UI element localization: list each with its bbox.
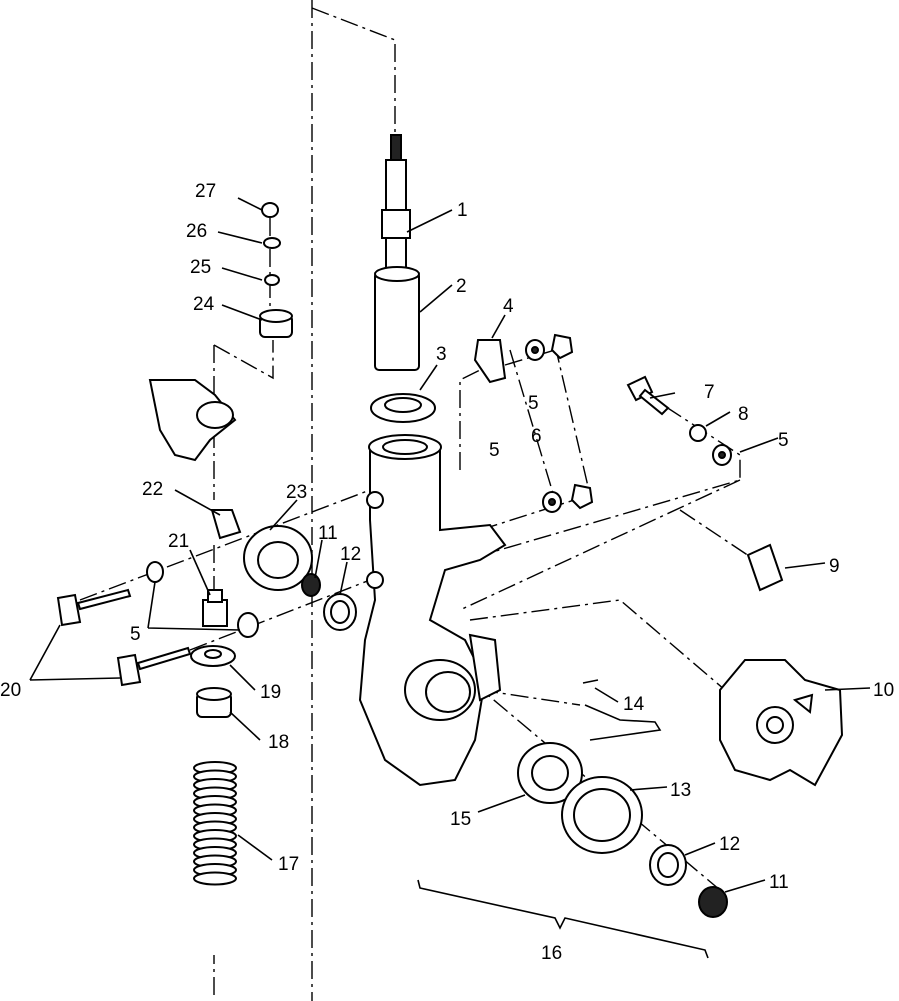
callout-5c: 5	[130, 624, 141, 645]
callout-25: 25	[190, 257, 211, 278]
callout-5d: 5	[528, 393, 539, 414]
bushing-sleeve	[374, 266, 420, 371]
callout-2: 2	[456, 276, 467, 297]
brake-pad	[746, 543, 784, 592]
callout-23: 23	[286, 482, 307, 503]
callout-24: 24	[193, 294, 215, 315]
callout-17: 17	[278, 854, 299, 875]
callout-14: 14	[623, 694, 645, 715]
bolts-20	[56, 588, 192, 687]
thrust-washer	[370, 393, 436, 423]
callout-9: 9	[829, 556, 840, 577]
callout-7: 7	[704, 382, 715, 403]
bearing-stack-right	[517, 742, 728, 918]
group-bracket-16	[417, 879, 709, 959]
shock-mount-bracket	[148, 379, 237, 462]
callout-12b: 12	[719, 834, 740, 855]
mounting-bracket	[473, 339, 507, 384]
spring-coil	[193, 871, 237, 886]
callout-1: 1	[457, 200, 468, 221]
callout-11b: 11	[769, 872, 789, 893]
callout-3: 3	[436, 344, 447, 365]
spindle-shaft	[381, 134, 411, 274]
stack-hardware-top	[259, 202, 293, 338]
callout-20: 20	[0, 680, 21, 701]
washers-and-nuts-upper	[525, 333, 594, 513]
callout-18: 18	[268, 732, 289, 753]
callout-15: 15	[450, 809, 471, 830]
spring-seat-and-bushing	[190, 645, 236, 718]
coil-spring	[193, 761, 237, 886]
pin-and-seal	[210, 509, 313, 591]
callout-12a: 12	[340, 544, 361, 565]
sensor-lead	[582, 679, 662, 741]
shock-mount-eye	[196, 401, 234, 429]
callout-19: 19	[260, 682, 281, 703]
callout-11a: 11	[318, 523, 338, 544]
callout-21: 21	[168, 531, 189, 552]
callout-labels: 1 2 3 4 5 6 7 8 5 9 10 5 11 12 13 14 15 …	[0, 181, 894, 964]
callout-5b: 5	[778, 430, 789, 451]
callout-4: 4	[503, 296, 514, 317]
callout-22: 22	[142, 479, 163, 500]
callout-5a: 5	[489, 440, 500, 461]
callout-27: 27	[195, 181, 216, 202]
bolt-washer-set-right	[626, 375, 732, 466]
washers-left	[146, 561, 259, 638]
grease-fitting	[202, 589, 228, 627]
callout-10: 10	[873, 680, 894, 701]
callout-16: 16	[541, 943, 562, 964]
callout-13: 13	[670, 780, 691, 801]
leader-lines	[29, 197, 871, 893]
callout-26: 26	[186, 221, 207, 242]
callout-8: 8	[738, 404, 749, 425]
steering-knuckle-housing	[358, 434, 507, 787]
brake-caliper	[719, 659, 844, 787]
callout-6: 6	[531, 426, 542, 447]
nut-and-ring-left	[301, 573, 357, 631]
